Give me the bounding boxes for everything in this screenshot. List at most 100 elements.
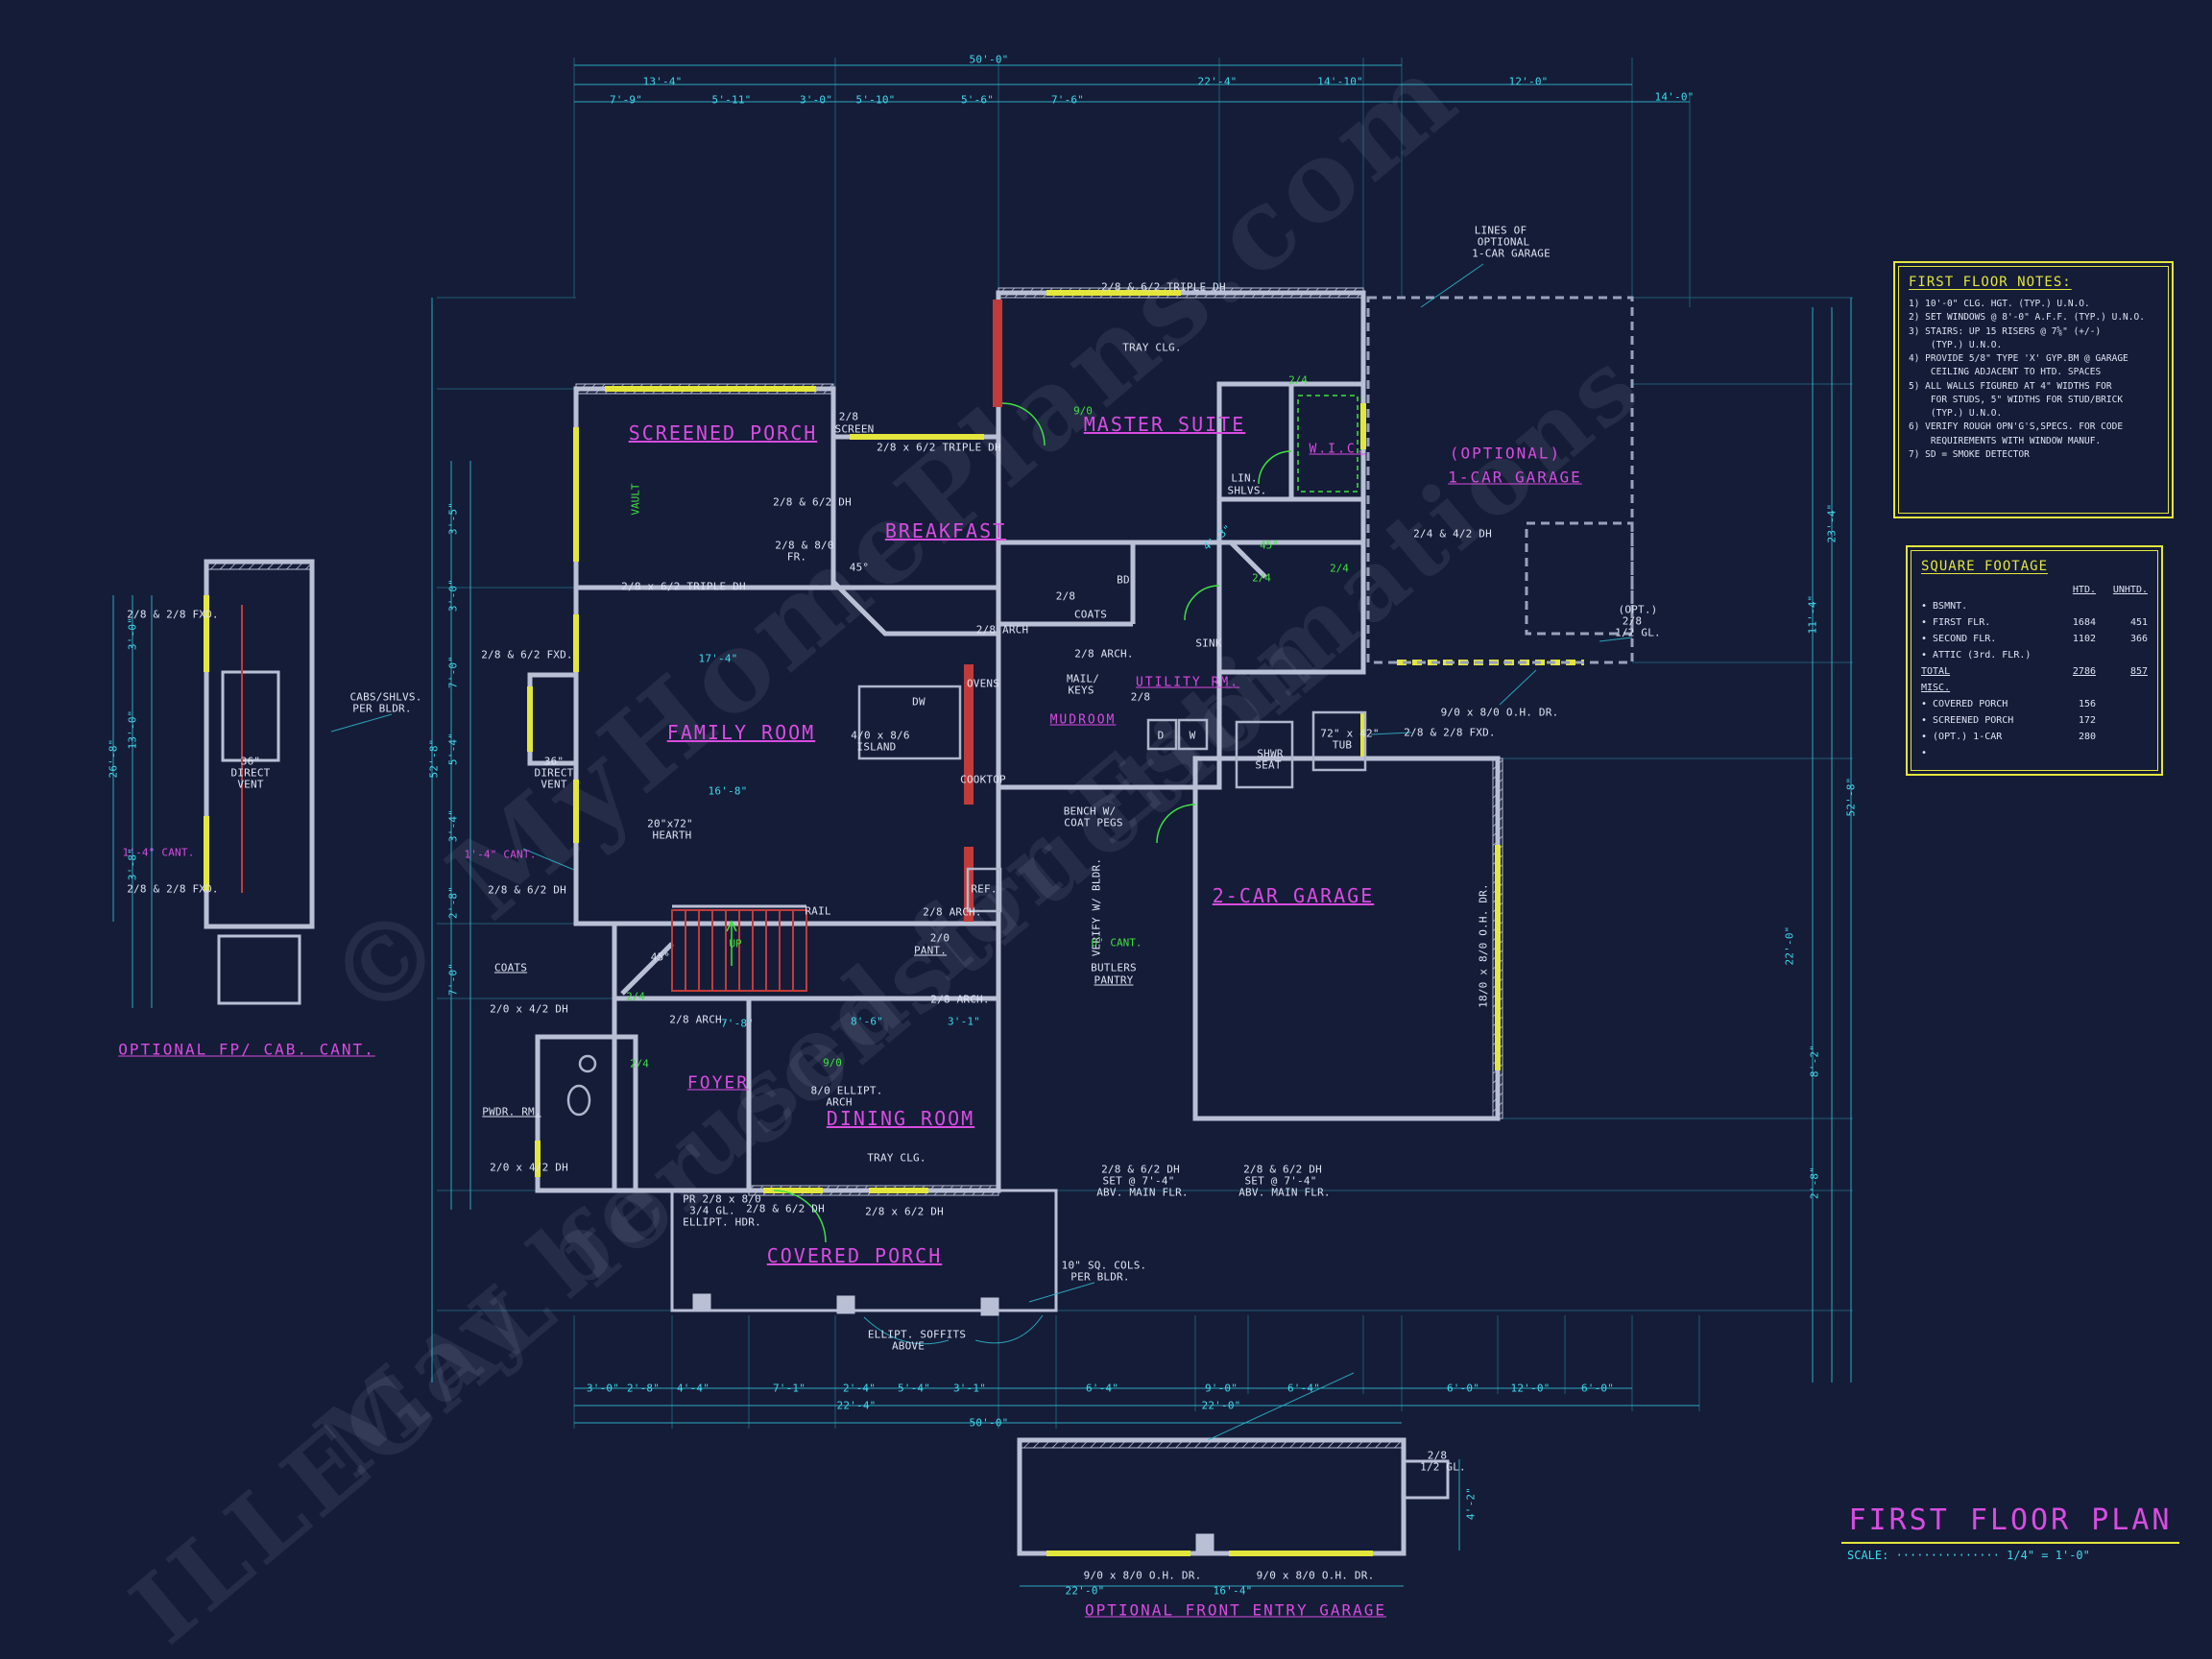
annotation-label: 2/0 [929, 931, 950, 945]
annotation-label: 2/8 ARCH [975, 623, 1029, 637]
dimension-label: 52'-8" [427, 738, 441, 779]
annotation-label: 2/8 & 6/2 DH [488, 883, 566, 897]
green-annotation: 9/0 [823, 1056, 842, 1070]
annotation-label: TRAY CLG. [1122, 341, 1182, 354]
sqft-row: • ATTIC (3rd. FLR.) [1921, 650, 2032, 661]
dimension-label: 26'-8" [107, 738, 120, 779]
dimension-label: 22'-4" [836, 1399, 877, 1412]
annotation-label: SCREEN [834, 422, 875, 436]
room-label: W.I.C. [1309, 442, 1366, 457]
annotation-label: 2/8 [1055, 589, 1076, 603]
sqft-row: • [1921, 748, 1928, 758]
green-annotation: 2/4 [1288, 373, 1308, 387]
room-label: MASTER SUITE [1083, 413, 1246, 436]
annotation-label: 10" SQ. COLS. [1061, 1259, 1147, 1272]
annotation-label: D [1157, 729, 1165, 742]
dimension-label: 11'-4" [1806, 594, 1819, 635]
annotation-label: ELLIPT. SOFFITS [867, 1328, 967, 1341]
green-annotation: UP [729, 937, 742, 950]
note-line: 3) STAIRS: UP 15 RISERS @ 7⅝" (+/-) [1909, 325, 2102, 337]
annotation-label: 2/0 x 4/2 DH [490, 1161, 568, 1174]
dimension-label: 2'-8" [446, 885, 460, 920]
note-line: 4) PROVIDE 5/8" TYPE 'X' GYP.BM @ GARAGE [1909, 353, 2128, 364]
annotation-label: COATS [493, 961, 528, 974]
sqft-title: SQUARE FOOTAGE [1921, 559, 2049, 574]
dimension-label: 3'-0" [446, 578, 460, 613]
annotation-label: ISLAND [856, 740, 897, 754]
annotation-label: 9/0 x 8/0 O.H. DR. [1083, 1569, 1202, 1582]
note-line: 5) ALL WALLS FIGURED AT 4" WIDTHS FOR [1909, 380, 2112, 392]
annotation-label: 9/0 x 8/0 O.H. DR. [1440, 706, 1559, 719]
annotation-label: VENT [541, 778, 567, 791]
note-line: 2) SET WINDOWS @ 8'-0" A.F.F. (TYP.) U.N… [1909, 312, 2145, 324]
annotation-label: SEAT [1255, 758, 1282, 772]
dimension-label: 5'-4" [897, 1382, 931, 1395]
annotation-label: SHLVS. [1227, 484, 1267, 497]
first-floor-notes-panel: FIRST FLOOR NOTES: 1) 10'-0" CLG. HGT. (… [1893, 261, 2174, 518]
annotation-label: SHWR [1257, 747, 1284, 760]
annotation-label: ABV. MAIN FLR. [1238, 1186, 1331, 1199]
green-annotation: 2/4 [1252, 571, 1271, 585]
room-label: FAMILY ROOM [666, 721, 816, 744]
annotation-label: SET @ 7'-4" [1244, 1174, 1317, 1188]
green-annotation: 2/4 [626, 990, 645, 1003]
dimension-label: 6'-4" [1286, 1382, 1321, 1395]
annotation-label: BUTLERS [1091, 961, 1137, 974]
dimension-label: 12'-0" [1510, 1382, 1551, 1395]
annotation-label: 2/8 [1427, 1449, 1448, 1462]
dimension-label: 13'-4" [642, 75, 683, 88]
annotation-label: PANT. [913, 944, 948, 957]
annotation-label: TUB [1332, 738, 1353, 752]
annotation-label: 36" [240, 755, 261, 768]
plan-title: FIRST FLOOR PLAN [1841, 1503, 2179, 1544]
dimension-label: 50'-0" [969, 1416, 1009, 1430]
sqft-row: MISC. [1921, 683, 1951, 693]
annotation-label: 2/8 ARCH. [923, 905, 982, 919]
annotation-label: BENCH W/ [1063, 805, 1117, 818]
optional-garage-dashed [1366, 296, 1634, 664]
annotation-label: ABOVE [891, 1339, 926, 1353]
leader-lines [330, 263, 1633, 1441]
annotation-label: DIRECT [230, 766, 271, 780]
room-label: DINING ROOM [826, 1107, 975, 1130]
annotation-label: 2/8 x 6/2 TRIPLE DH [877, 441, 1001, 454]
annotation-label: 2/8 x 6/2 DH [865, 1205, 944, 1218]
dimension-label: 52'-8" [1844, 777, 1858, 817]
room-label: OPTIONAL FP/ CAB. CANT. [118, 1040, 375, 1059]
note-line: FOR STUDS, 5" WIDTHS FOR STUD/BRICK [1909, 394, 2124, 405]
green-annotation: 6" CANT. [1091, 936, 1142, 950]
annotation-label: ELLIPT. HDR. [683, 1215, 761, 1229]
annotation-label: COATS [1073, 608, 1108, 621]
annotation-label: RAIL [805, 904, 831, 918]
dimension-label: 13'-0" [126, 709, 139, 750]
note-line: (TYP.) U.N.O. [1909, 339, 2003, 350]
dimension-label: 12'-0" [1508, 75, 1549, 88]
dimension-label: 5'-6" [960, 93, 995, 107]
windows [204, 290, 1584, 1556]
annotation-label: 2/8 [1622, 614, 1643, 628]
annotation-label: ARCH [826, 1095, 853, 1109]
annotation-label: 1'-4" CANT. [464, 848, 537, 861]
annotation-label: TRAY CLG. [867, 1151, 926, 1165]
annotation-label: PER BLDR. [352, 702, 412, 715]
annotation-label: DW [912, 695, 926, 709]
fixtures [566, 685, 1367, 1117]
annotation-label: 20"x72" [647, 817, 693, 830]
annotation-label: VENT [237, 778, 264, 791]
dimension-label: 7'-1" [772, 1382, 806, 1395]
green-annotation: 2/4 [1330, 562, 1349, 575]
door-swings [726, 395, 1358, 1243]
room-label: FOYER [686, 1072, 750, 1094]
annotation-label: 2/0 x 4/2 DH [490, 1002, 568, 1016]
dimension-label: 3'-0" [799, 93, 833, 107]
annotation-label: REF. [971, 882, 998, 896]
dimension-label: 6'-0" [1446, 1382, 1480, 1395]
